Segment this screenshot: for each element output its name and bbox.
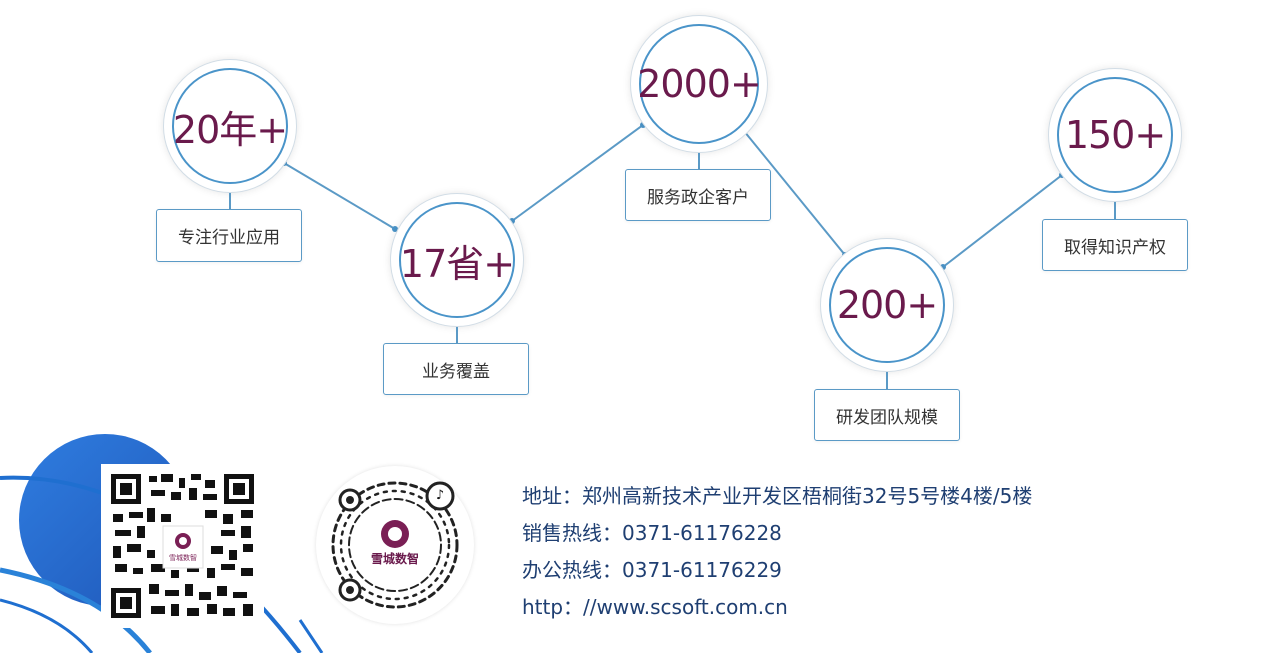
stem-4	[886, 372, 888, 389]
office-hotline: 办公热线：0371-61176229	[522, 558, 782, 582]
stat-value: 20年+	[172, 107, 288, 152]
connector-4	[942, 174, 1063, 268]
stat-label-ip: 取得知识产权	[1042, 219, 1188, 271]
stat-label-provinces: 业务覆盖	[383, 343, 529, 395]
address: 地址：郑州高新技术产业开发区梧桐街32号5号楼4楼/5楼	[522, 484, 1033, 508]
stat-value: 17省+	[399, 241, 515, 286]
stat-value: 200+	[836, 283, 938, 327]
stem-3	[698, 153, 700, 169]
stat-label-years: 专注行业应用	[156, 209, 302, 262]
contact-info: 地址：郑州高新技术产业开发区梧桐街32号5号楼4楼/5楼 销售热线：0371-6…	[522, 478, 1032, 626]
stat-circle-provinces: 17省+	[390, 193, 524, 327]
miniprogram-code: ♪ 雪城数智	[316, 466, 474, 624]
stat-circle-rnd: 200+	[820, 238, 954, 372]
stat-circle-clients: 2000+	[630, 15, 768, 153]
website-link[interactable]: http：//www.scsoft.com.cn	[522, 595, 788, 619]
stat-value: 2000+	[637, 62, 762, 106]
stat-label-rnd: 研发团队规模	[814, 389, 960, 441]
stat-label-clients: 服务政企客户	[625, 169, 771, 221]
qr-code-pattern	[101, 464, 264, 628]
stem-1	[229, 193, 231, 209]
arc-line-3	[0, 598, 94, 653]
miniprogram-logo-text: 雪城数智	[370, 552, 419, 566]
stat-value: 150+	[1064, 113, 1166, 157]
stat-circle-ip: 150+	[1048, 68, 1182, 202]
stem-5	[1114, 202, 1116, 219]
connector-3	[743, 130, 846, 256]
stem-2	[456, 327, 458, 343]
miniprogram-pattern	[331, 481, 459, 609]
connector-lines	[283, 124, 1063, 268]
arc-line-2	[0, 567, 152, 653]
qr-code: 雪城数智	[101, 464, 264, 628]
arc-line-4	[298, 619, 324, 653]
connector-2	[511, 124, 644, 222]
qr-logo-text: 雪城数智	[169, 554, 197, 562]
connector-1	[283, 162, 396, 230]
tiktok-icon: ♪	[435, 488, 445, 503]
sales-hotline: 销售热线：0371-61176228	[522, 521, 782, 545]
stat-circle-years: 20年+	[163, 59, 297, 193]
